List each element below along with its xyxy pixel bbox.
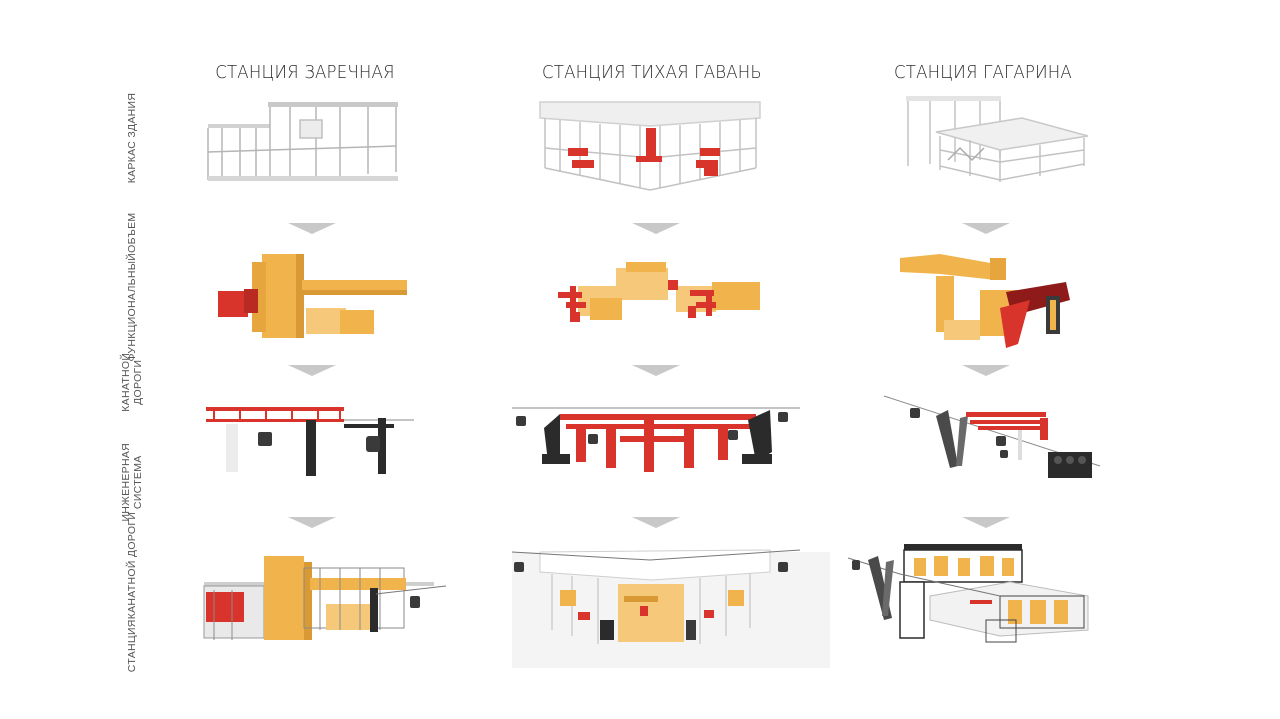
frame-tikhaya-gavan bbox=[539, 101, 761, 191]
down-arrow-icon bbox=[288, 517, 336, 528]
down-arrow-icon bbox=[962, 223, 1010, 234]
down-arrow-icon bbox=[632, 365, 680, 376]
station-tikhaya-gavan bbox=[511, 549, 830, 668]
volume-tikhaya-gavan bbox=[558, 262, 760, 322]
volume-gagarina bbox=[900, 254, 1070, 348]
down-arrow-icon bbox=[288, 223, 336, 234]
cableway-system-zarechnaya bbox=[206, 407, 414, 476]
column-title-zarechnaya: СТАНЦИЯ ЗАРЕЧНАЯ bbox=[215, 62, 395, 83]
down-arrow-icon bbox=[632, 223, 680, 234]
down-arrow-icon bbox=[288, 365, 336, 376]
column-title-gagarina: СТАНЦИЯ ГАГАРИНА bbox=[894, 62, 1072, 83]
volume-zarechnaya bbox=[218, 254, 407, 338]
down-arrow-icon bbox=[962, 517, 1010, 528]
down-arrow-icon bbox=[632, 517, 680, 528]
cableway-system-tikhaya-gavan bbox=[512, 407, 800, 472]
frame-zarechnaya bbox=[207, 102, 398, 181]
frame-gagarina bbox=[906, 96, 1089, 182]
station-gagarina bbox=[847, 544, 1089, 643]
cableway-system-gagarina bbox=[883, 395, 1101, 478]
station-zarechnaya bbox=[203, 556, 447, 640]
column-title-tikhaya-gavan: СТАНЦИЯ ТИХАЯ ГАВАНЬ bbox=[542, 62, 762, 83]
down-arrow-icon bbox=[962, 365, 1010, 376]
